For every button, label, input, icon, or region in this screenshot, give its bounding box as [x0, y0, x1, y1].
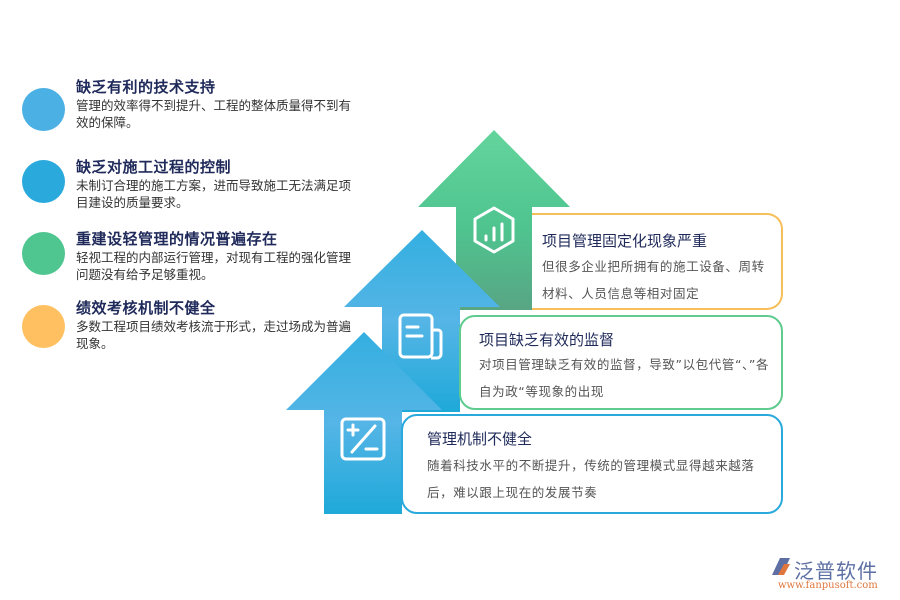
card-title: 项目缺乏有效的监督	[479, 331, 615, 349]
orange-dot-icon	[22, 305, 65, 348]
left-item-title: 缺乏有利的技术支持	[76, 78, 216, 96]
left-item-desc: 未制订合理的施工方案，进而导致施工无法满足项目建设的质量要求。	[76, 178, 352, 210]
card-lack-supervision: 项目缺乏有效的监督 对项目管理缺乏有效的监督，导致”以包代管“、”各自为政“等现…	[459, 315, 783, 410]
green-dot-icon	[22, 232, 65, 275]
left-item-desc: 多数工程项目绩效考核流于形式，走过场成为普遍现象。	[76, 319, 352, 351]
card-title: 管理机制不健全	[427, 430, 533, 448]
left-item-title: 重建设轻管理的情况普遍存在	[76, 230, 278, 248]
card-fixed-management: 项目管理固定化现象严重 但很多企业把所拥有的施工设备、周转材料、人员信息等相对固…	[532, 213, 783, 310]
document-icon	[398, 313, 443, 360]
card-desc: 随着科技水平的不断提升，传统的管理模式显得越来越落后，难以跟上现在的发展节奏	[427, 458, 755, 500]
left-item-desc: 管理的效率得不到提升、工程的整体质量得不到有效的保障。	[76, 98, 352, 130]
chart-hexagon-icon	[473, 206, 515, 254]
logo-name: 泛普软件	[794, 559, 878, 583]
left-item-desc: 轻视工程的内部运行管理，对现有工程的强化管理问题没有给予足够重视。	[76, 250, 352, 282]
card-title: 项目管理固定化现象严重	[542, 232, 708, 250]
card-desc: 但很多企业把所拥有的施工设备、周转材料、人员信息等相对固定	[542, 259, 765, 301]
blue-dot-icon	[22, 88, 65, 131]
card-desc: 对项目管理缺乏有效的监督，导致”以包代管“、”各自为政“等现象的出现	[479, 357, 770, 399]
bottom-blue-arrow	[286, 332, 442, 514]
fanpu-logo[interactable]: 泛普软件 www.fanpusoft.com	[768, 555, 898, 595]
plus-minus-icon	[340, 417, 386, 461]
blue-dot-icon	[22, 160, 65, 203]
card-mechanism-imperfect: 管理机制不健全 随着科技水平的不断提升，传统的管理模式显得越来越落后，难以跟上现…	[401, 414, 783, 514]
left-item-title: 缺乏对施工过程的控制	[76, 158, 232, 176]
fanpu-logo-icon	[772, 558, 790, 575]
left-item-title: 绩效考核机制不健全	[76, 299, 216, 317]
logo-url: www.fanpusoft.com	[778, 580, 878, 591]
